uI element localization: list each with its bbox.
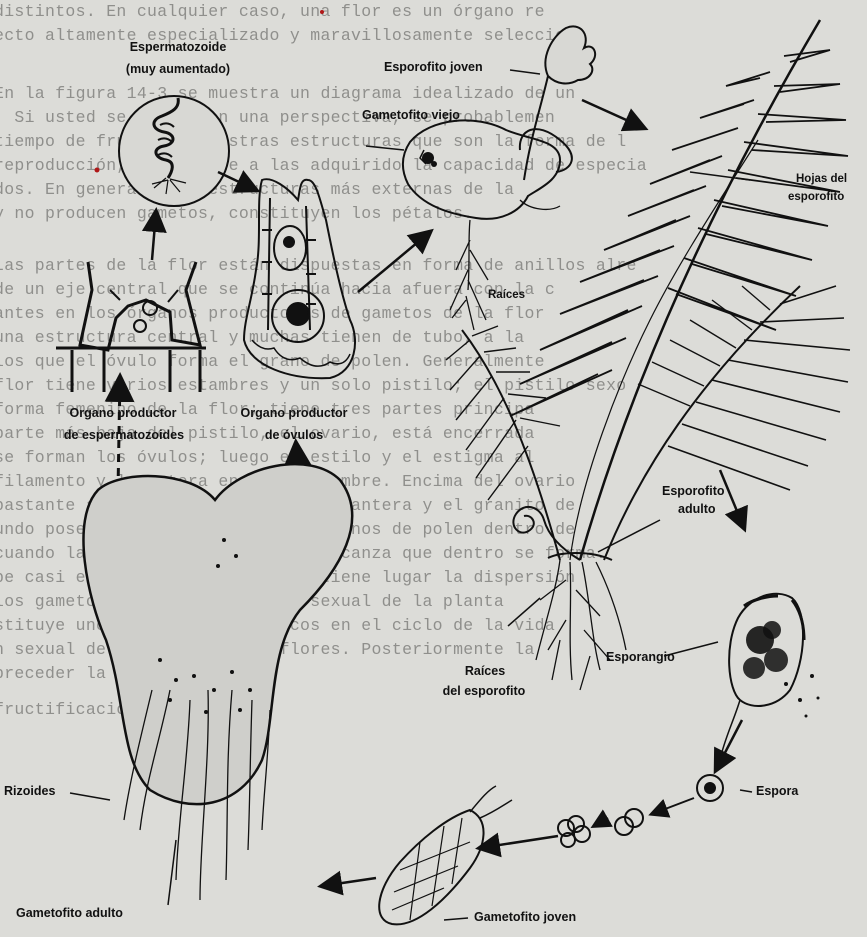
- label-de-ovulos: de óvulos: [234, 428, 354, 443]
- label-espermatozoide: Espermatozoide: [108, 40, 248, 55]
- label-esporofito-joven: Esporofito joven: [384, 60, 483, 75]
- label-rizoides: Rizoides: [4, 784, 55, 799]
- adult-gametophyte-drawing: [83, 464, 352, 900]
- adult-sporophyte-drawing: [446, 20, 850, 690]
- label-esporofito-adulto-1: Esporofito: [662, 484, 725, 499]
- germinating-spore-drawing: [558, 809, 643, 847]
- label-de-espermatozoides: de espermatozoides: [40, 428, 208, 443]
- label-muy-aumentado: (muy aumentado): [108, 62, 248, 77]
- label-organo-productor-ovulos: Organo productor: [224, 406, 364, 421]
- label-esporangio: Esporangio: [606, 650, 675, 665]
- label-esporofito-hojas: esporofito: [788, 190, 844, 205]
- young-gametophyte-drawing: [379, 786, 512, 924]
- label-gametofito-joven: Gametofito joven: [474, 910, 576, 925]
- label-raices-del-1: Raíces: [440, 664, 530, 679]
- archegonium-drawing: [244, 179, 355, 378]
- label-esporofito-adulto-2: adulto: [678, 502, 716, 517]
- label-raices: Raíces: [488, 288, 525, 303]
- label-organo-productor-esperm: Organo productor: [48, 406, 198, 421]
- label-hojas-del: Hojas del: [796, 172, 847, 187]
- label-gametofito-viejo: Gametofito viejo: [362, 108, 460, 123]
- antheridium-drawing: [56, 262, 206, 392]
- label-gametofito-adulto: Gametofito adulto: [16, 906, 123, 921]
- label-espora: Espora: [756, 784, 798, 799]
- label-raices-del-2: del esporofito: [404, 684, 564, 699]
- spore-drawing: [697, 775, 723, 801]
- sperm-magnified-drawing: [119, 96, 229, 206]
